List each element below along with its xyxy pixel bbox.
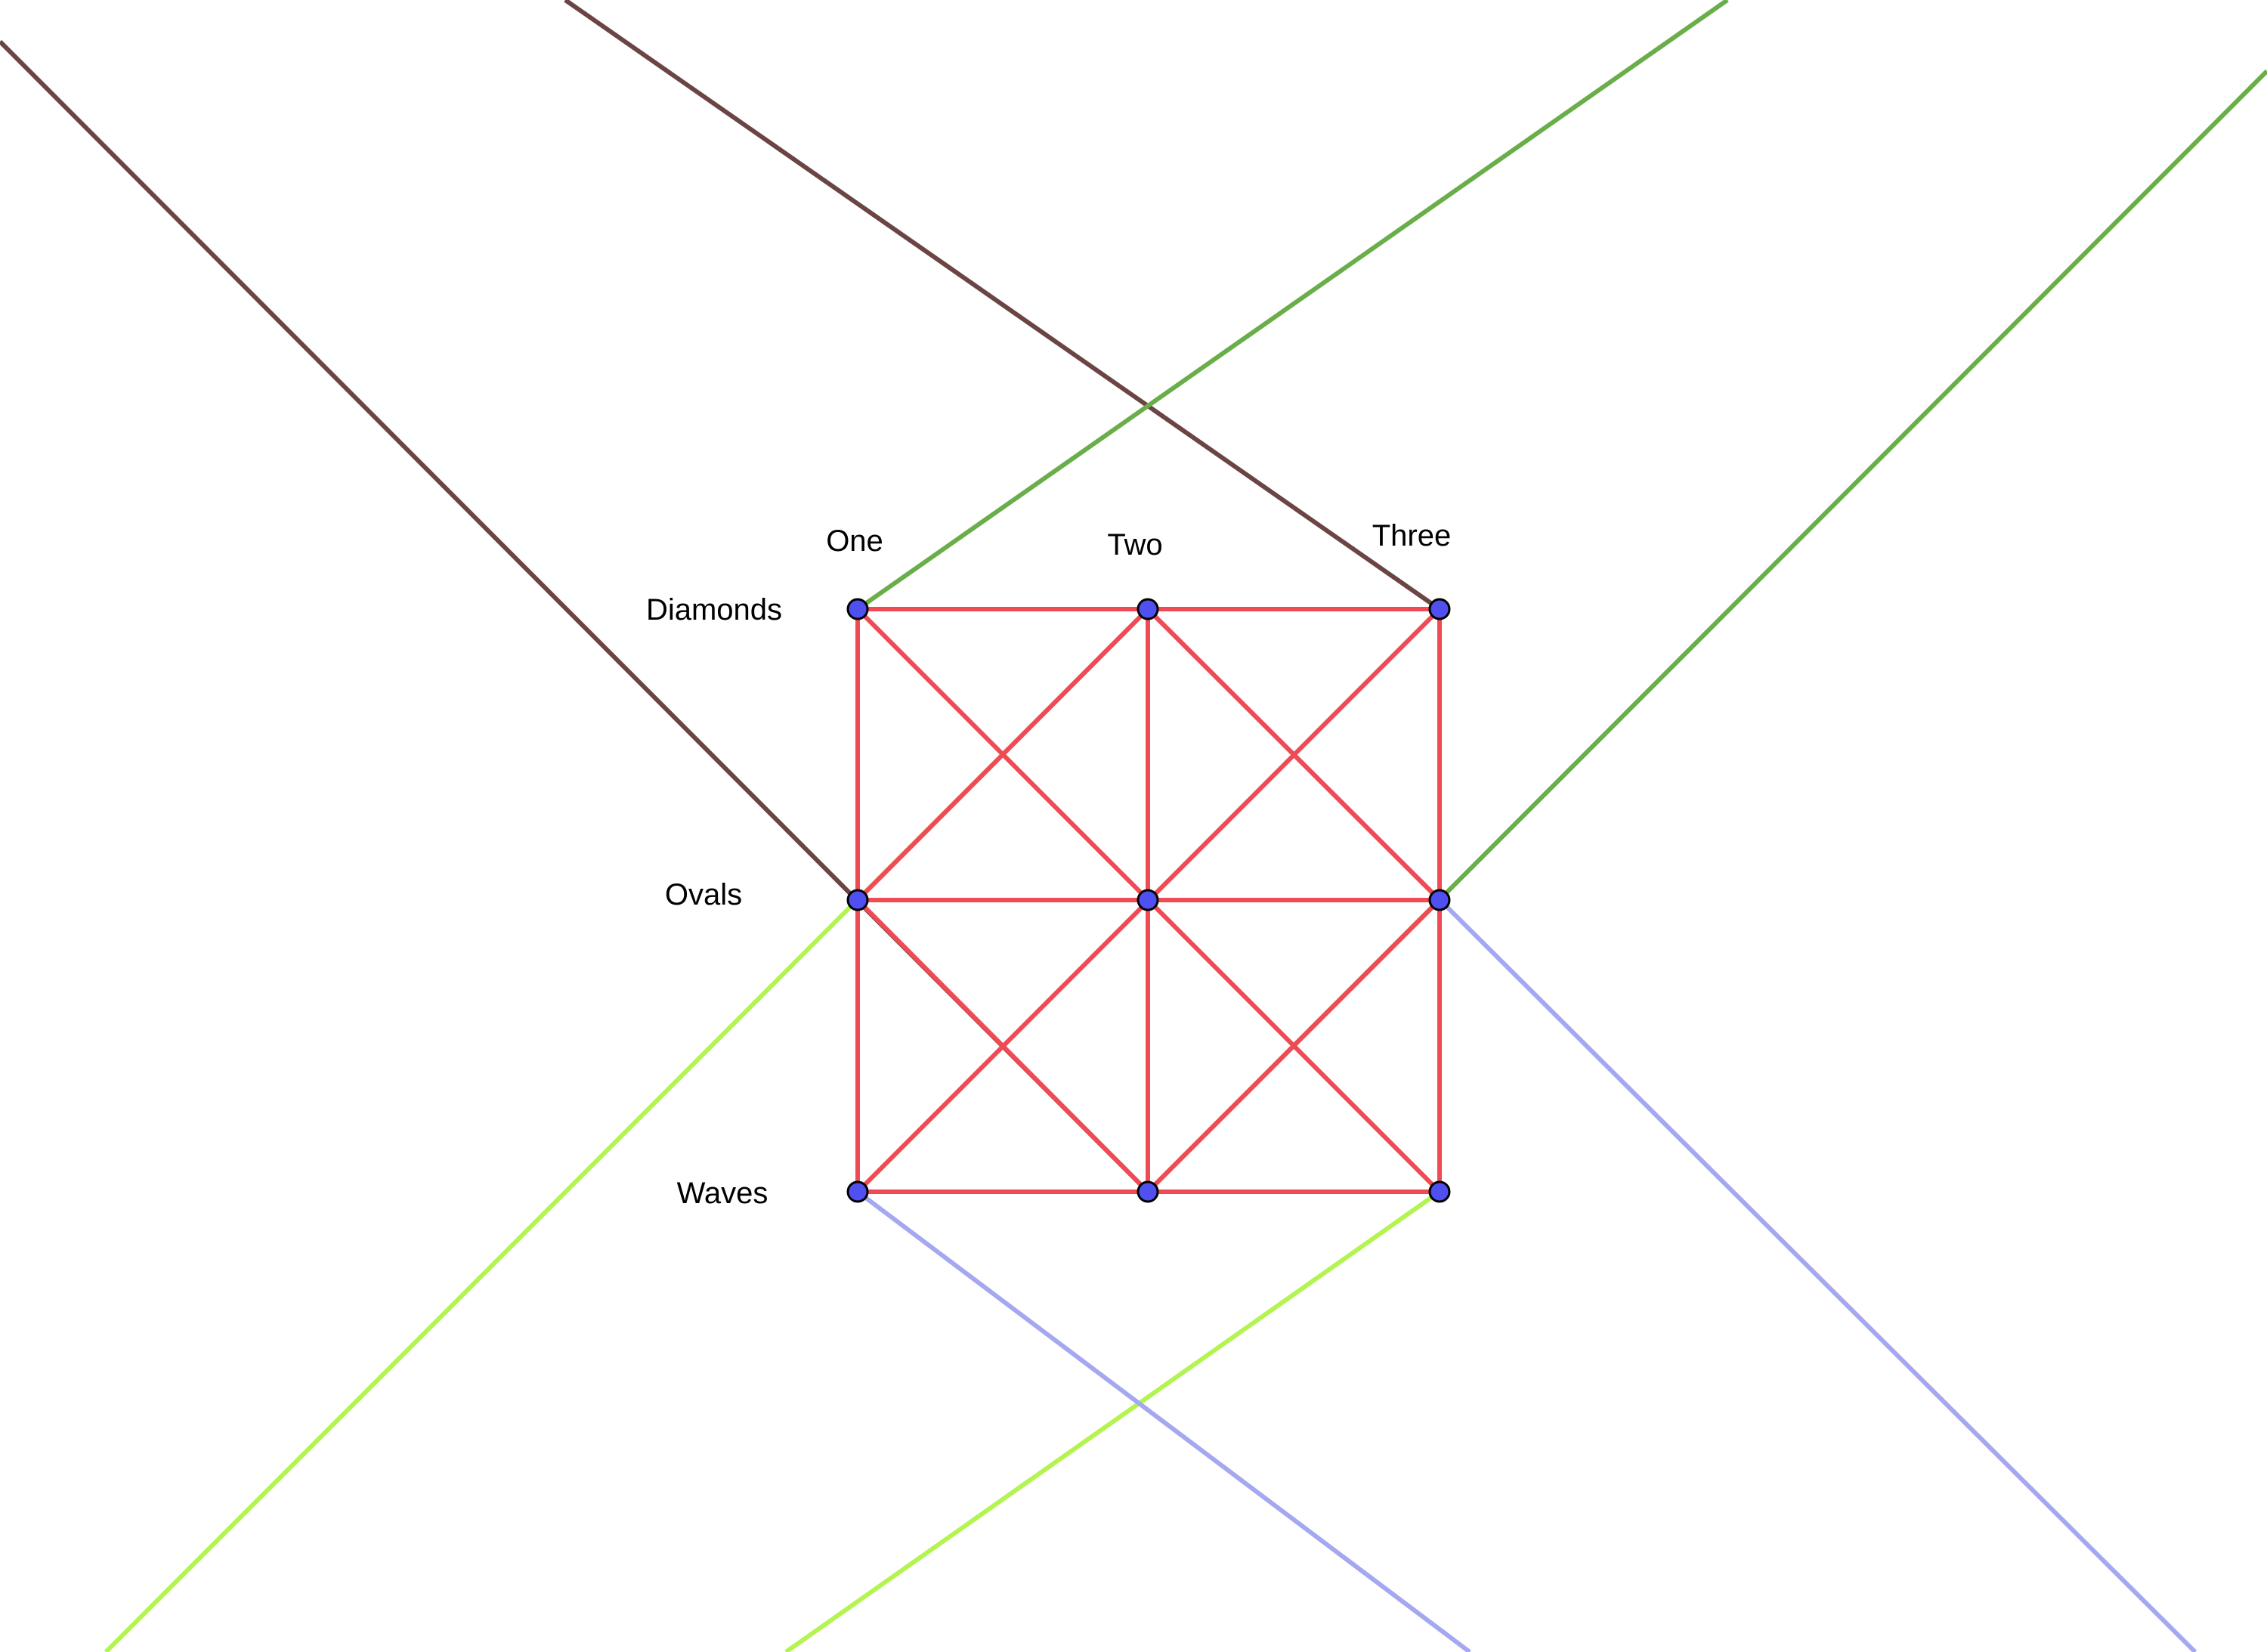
point-ovals-three[interactable] xyxy=(1428,889,1451,911)
row-label-diamonds: Diamonds xyxy=(646,593,782,626)
point-diamonds-two[interactable] xyxy=(1137,598,1159,620)
point-diamonds-three[interactable] xyxy=(1428,598,1451,620)
point-ovals-two[interactable] xyxy=(1137,889,1159,911)
labels: One Two Three Diamonds Ovals Waves xyxy=(646,519,1451,1210)
grid-diamond-upper-right xyxy=(1146,607,1442,902)
point-diamonds-one[interactable] xyxy=(846,598,869,620)
brown-line-top xyxy=(564,0,1441,611)
point-waves-one[interactable] xyxy=(846,1180,869,1203)
grid-points xyxy=(846,598,1451,1203)
lime-line-bottom xyxy=(784,1190,1441,1652)
column-label-two: Two xyxy=(1107,528,1162,561)
column-label-one: One xyxy=(826,524,883,558)
grid-diamond-upper-left xyxy=(855,607,1150,902)
point-waves-two[interactable] xyxy=(1137,1180,1159,1203)
row-label-ovals: Ovals xyxy=(665,878,742,911)
column-label-three: Three xyxy=(1372,519,1452,552)
point-waves-three[interactable] xyxy=(1428,1180,1451,1203)
point-ovals-one[interactable] xyxy=(846,889,869,911)
grid-diamond-lower-left xyxy=(855,898,1150,1194)
row-label-waves: Waves xyxy=(677,1177,769,1210)
grid-diamond-lower-right xyxy=(1146,898,1442,1194)
lavender-line-bottom xyxy=(856,1190,1471,1652)
dark-green-line-top xyxy=(856,0,1729,611)
